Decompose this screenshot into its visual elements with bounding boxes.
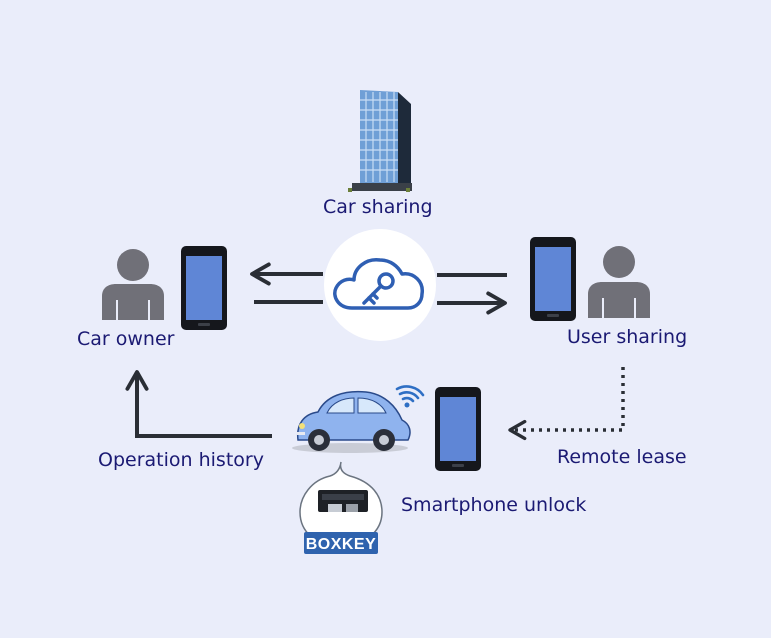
person-icon	[588, 246, 650, 318]
smartphone-icon	[181, 246, 227, 330]
arrow-operation-history	[125, 370, 272, 438]
label-remote-lease: Remote lease	[557, 446, 687, 468]
smartphone-icon	[530, 237, 576, 321]
label-user-sharing: User sharing	[567, 326, 688, 348]
boxkey-device-icon: BOXKEY	[299, 461, 383, 554]
smartphone-icon	[435, 387, 481, 471]
label-car-sharing: Car sharing	[323, 196, 433, 218]
label-operation-history: Operation history	[98, 449, 264, 471]
label-smartphone-unlock: Smartphone unlock	[401, 494, 587, 516]
car-icon	[292, 390, 411, 453]
arrow-remote-lease	[508, 367, 625, 441]
wifi-icon	[395, 385, 425, 408]
boxkey-badge	[304, 532, 378, 554]
person-icon	[102, 249, 164, 320]
cloud-key-icon	[324, 229, 436, 341]
building-icon	[348, 90, 412, 192]
label-car-owner: Car owner	[77, 328, 175, 350]
boxkey-label: BOXKEY	[306, 536, 377, 553]
